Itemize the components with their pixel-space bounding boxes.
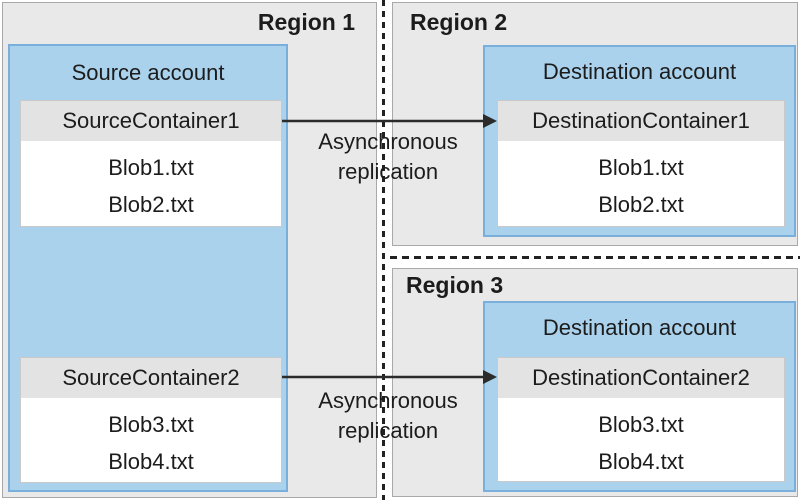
region-boundary-vertical-dashed-line — [382, 0, 385, 500]
source-container-1-box: SourceContainer1 Blob1.txt Blob2.txt — [20, 100, 282, 227]
region-1-label: Region 1 — [257, 9, 355, 35]
region-3-panel: Region 3 Destination account Destination… — [392, 268, 798, 497]
blob-item: Blob1.txt — [598, 155, 684, 180]
destination-container-2-name: DestinationContainer2 — [498, 358, 784, 398]
label-line: Asynchronous — [318, 129, 458, 154]
source-account-title: Source account — [71, 60, 225, 85]
blob-item: Blob1.txt — [108, 155, 194, 180]
destination-container-2-box: DestinationContainer2 Blob3.txt Blob4.tx… — [497, 357, 785, 482]
region-3-label: Region 3 — [406, 272, 504, 298]
blob-item: Blob2.txt — [108, 192, 194, 217]
blob-item: Blob3.txt — [108, 412, 194, 437]
source-container-1-blobs: Blob1.txt Blob2.txt — [21, 141, 281, 223]
destination-account-title-region-3: Destination account — [542, 315, 737, 340]
label-line: Asynchronous — [318, 388, 458, 413]
blob-item: Blob2.txt — [598, 192, 684, 217]
blob-item: Blob3.txt — [598, 412, 684, 437]
destination-container-1-name: DestinationContainer1 — [498, 101, 784, 141]
blob-item: Blob4.txt — [598, 449, 684, 474]
source-container-2-box: SourceContainer2 Blob3.txt Blob4.txt — [20, 357, 282, 483]
region-2-panel: Region 2 Destination account Destination… — [392, 2, 798, 246]
source-container-1-name: SourceContainer1 — [21, 101, 281, 141]
label-line: replication — [337, 418, 439, 443]
destination-container-2-blobs: Blob3.txt Blob4.txt — [498, 398, 784, 480]
region-boundary-horizontal-dashed-line — [390, 256, 800, 259]
source-container-2-name: SourceContainer2 — [21, 358, 281, 398]
region-1-panel: Region 1 Source account SourceContainer1… — [2, 2, 377, 498]
destination-container-1-blobs: Blob1.txt Blob2.txt — [498, 141, 784, 223]
source-container-2-blobs: Blob3.txt Blob4.txt — [21, 398, 281, 480]
region-2-label: Region 2 — [410, 9, 508, 35]
label-line: replication — [337, 159, 439, 184]
replication-arrow-2-label: Asynchronous replication — [285, 386, 491, 446]
replication-arrow-1-label: Asynchronous replication — [285, 127, 491, 187]
source-account-box: Source account SourceContainer1 Blob1.tx… — [8, 44, 288, 492]
destination-container-1-box: DestinationContainer1 Blob1.txt Blob2.tx… — [497, 100, 785, 227]
destination-account-box-region-3: Destination account DestinationContainer… — [483, 301, 796, 492]
blob-item: Blob4.txt — [108, 449, 194, 474]
destination-account-title-region-2: Destination account — [542, 59, 737, 84]
destination-account-box-region-2: Destination account DestinationContainer… — [483, 45, 796, 237]
